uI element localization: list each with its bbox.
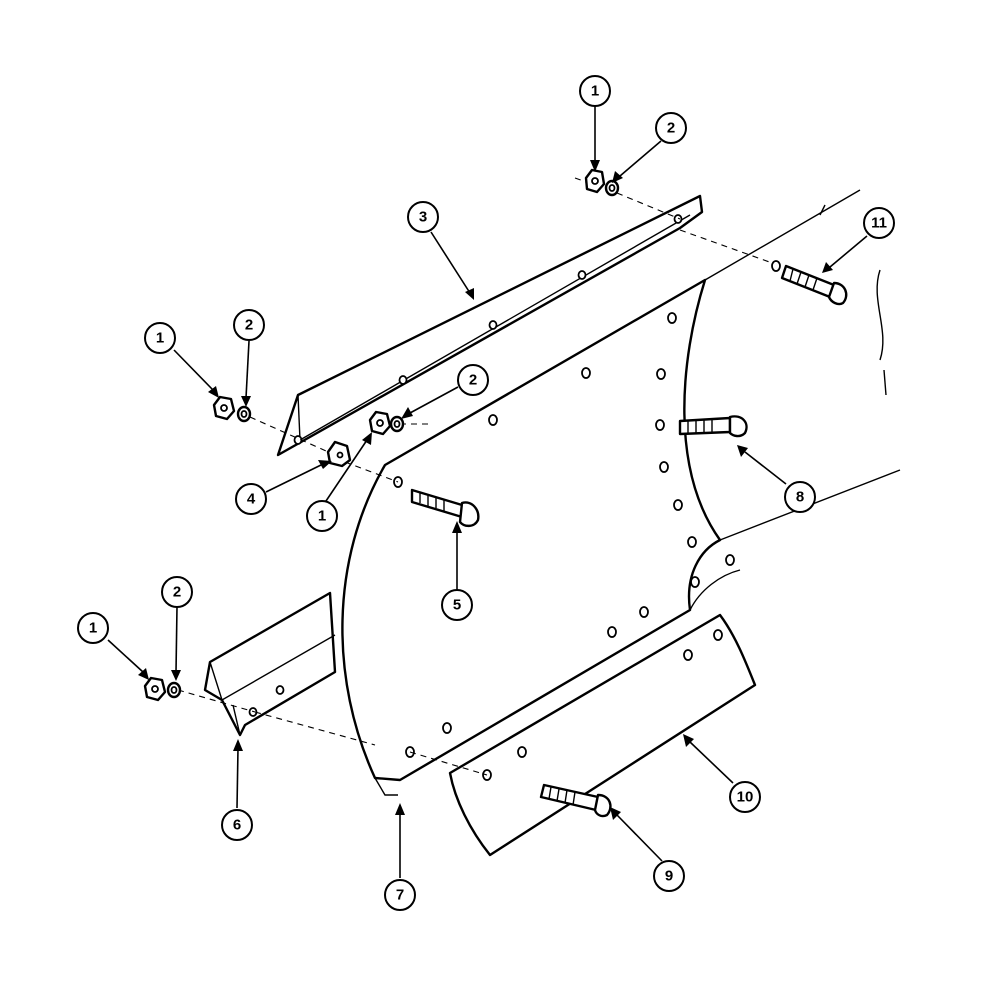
svg-text:5: 5 — [453, 597, 461, 614]
moldboard-plate — [341, 278, 741, 796]
svg-text:1: 1 — [89, 620, 97, 637]
lock-washer-lower — [166, 681, 182, 699]
callout-washer-center: 2 — [457, 364, 489, 396]
plow-bolt-9 — [539, 783, 612, 818]
callout-bolt-8: 8 — [784, 481, 816, 513]
svg-text:2: 2 — [469, 372, 477, 389]
callout-bolt-5: 5 — [441, 589, 473, 621]
svg-text:9: 9 — [665, 868, 673, 885]
svg-text:2: 2 — [245, 317, 253, 334]
lock-washer-center — [389, 415, 405, 433]
svg-text:1: 1 — [318, 508, 326, 525]
callout-cutting-edge: 10 — [729, 781, 761, 813]
lock-washer-top — [604, 179, 620, 197]
svg-text:2: 2 — [667, 120, 675, 137]
callout-washer-left: 2 — [233, 309, 265, 341]
plow-bolt-8 — [678, 415, 748, 438]
callout-top-strip: 3 — [407, 201, 439, 233]
callout-nut-lower: 1 — [77, 612, 109, 644]
lower-side-angle — [203, 591, 337, 737]
svg-text:3: 3 — [419, 209, 427, 226]
plow-bolt-5 — [410, 488, 480, 528]
callout-nut-left: 1 — [144, 322, 176, 354]
callout-moldboard: 7 — [384, 879, 416, 911]
plow-bolt-11 — [771, 260, 848, 306]
top-angle-strip — [276, 194, 704, 457]
callout-spacer: 4 — [235, 483, 267, 515]
callout-side-angle: 6 — [221, 809, 253, 841]
lock-washer-left — [236, 405, 252, 423]
callout-washer-lower: 2 — [161, 576, 193, 608]
svg-text:7: 7 — [396, 887, 404, 904]
svg-text:10: 10 — [737, 789, 754, 806]
callouts: 1 2 3 1 2 2 4 1 — [77, 75, 895, 911]
callout-bolt-11: 11 — [863, 207, 895, 239]
hex-nut-top — [584, 168, 606, 194]
callout-bolt-9: 9 — [653, 860, 685, 892]
cutting-edge — [448, 613, 757, 857]
hex-nut-center — [368, 410, 392, 436]
svg-text:1: 1 — [156, 330, 164, 347]
svg-text:8: 8 — [796, 489, 804, 506]
hex-nut-left — [212, 395, 236, 421]
callout-washer-top: 2 — [655, 112, 687, 144]
svg-text:4: 4 — [247, 491, 256, 508]
svg-text:2: 2 — [173, 584, 181, 601]
leader-lines — [107, 106, 868, 878]
callout-nut-center: 1 — [306, 500, 338, 532]
svg-text:11: 11 — [871, 215, 887, 232]
callout-nut-top: 1 — [579, 75, 611, 107]
hex-nut-lower — [143, 676, 167, 702]
spacer-block — [326, 440, 352, 468]
hardware — [143, 168, 848, 818]
svg-text:6: 6 — [233, 817, 241, 834]
svg-text:1: 1 — [591, 83, 599, 100]
